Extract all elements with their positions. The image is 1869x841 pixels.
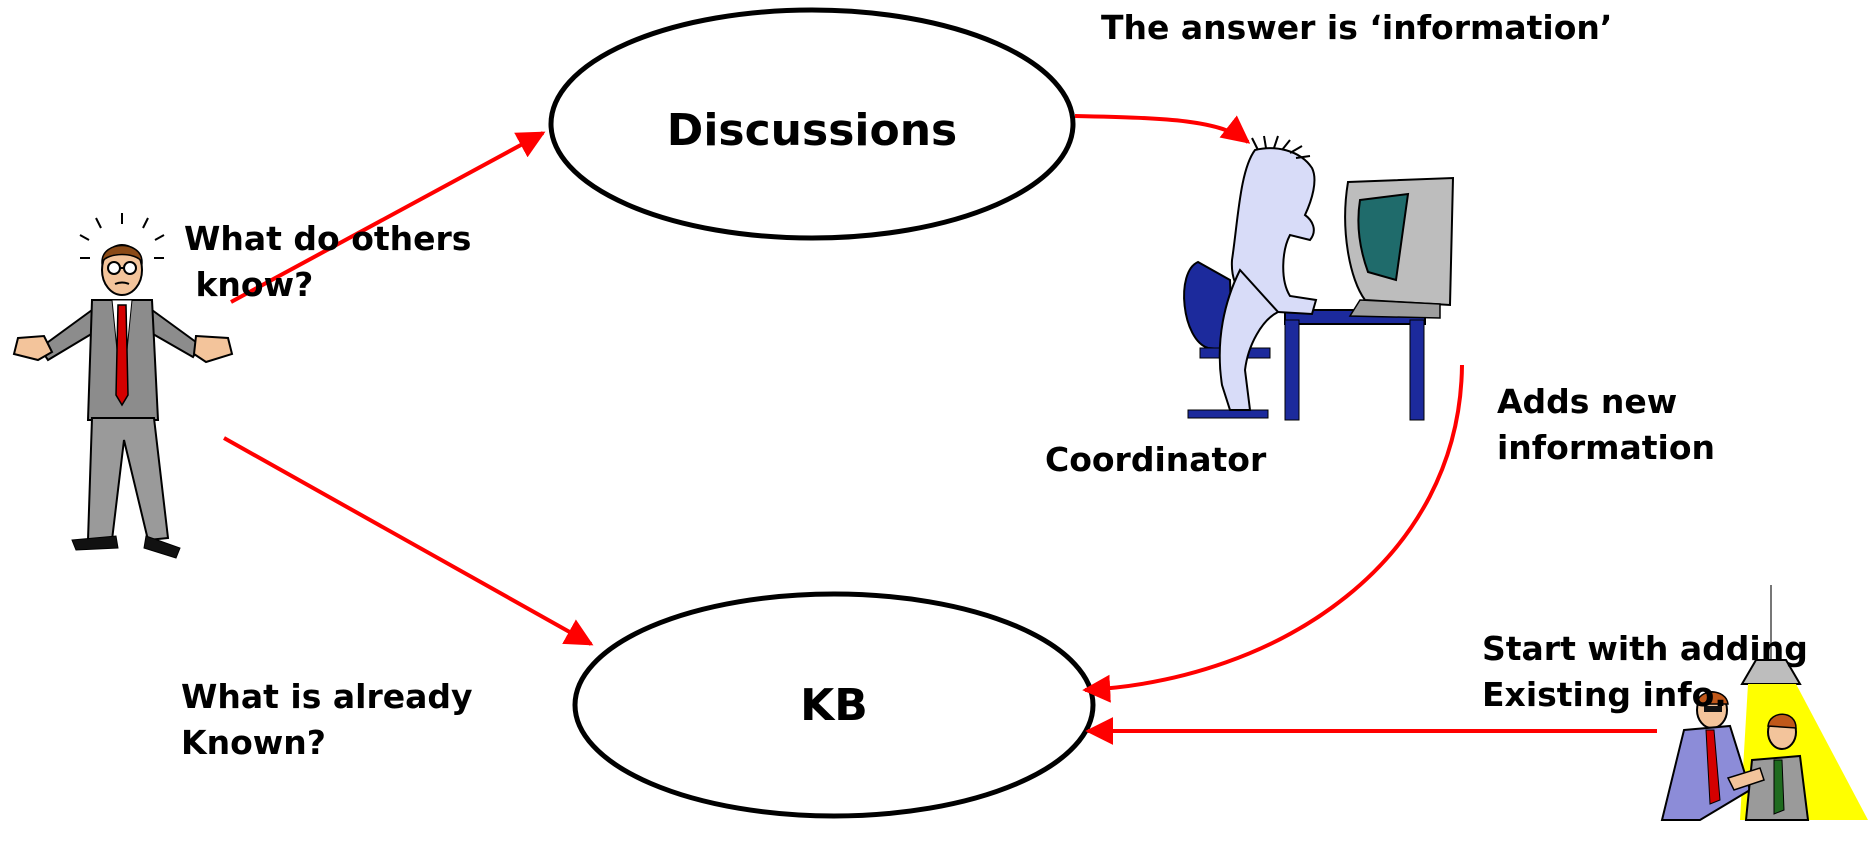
answer-label: The answer is ‘information’: [1101, 8, 1613, 47]
start-adding-line-2: Existing info.: [1482, 675, 1727, 714]
interrogation-scene-icon: [1660, 585, 1868, 821]
others-know-line-2: know?: [184, 265, 314, 304]
coordinator-at-computer-icon: [1183, 135, 1455, 421]
arrows: [223, 114, 1657, 745]
adds-new-line-1: Adds new: [1497, 382, 1678, 421]
kb-node: KB: [572, 591, 1096, 819]
already-known-line-1: What is already: [181, 677, 473, 716]
confused-person-icon: [12, 213, 234, 559]
coordinator-label: Coordinator: [1045, 440, 1267, 479]
arrow-coordinator-to-kb: [1082, 364, 1464, 703]
start-adding-line-1: Start with adding: [1482, 629, 1808, 668]
discussions-label: Discussions: [667, 105, 957, 156]
adds-new-line-2: information: [1497, 428, 1716, 467]
arrow-person-to-discussions: [230, 131, 546, 304]
kb-label: KB: [800, 680, 868, 731]
adds-new-information-label: Adds new information: [1497, 287, 1715, 517]
already-known-line-2: Known?: [181, 723, 326, 762]
discussions-node: Discussions: [548, 7, 1076, 241]
question-others-know: What do others know?: [184, 124, 471, 354]
arrow-person-to-kb: [223, 436, 594, 646]
others-know-line-1: What do others: [184, 219, 472, 258]
arrow-discussions-to-coordinator: [1074, 114, 1251, 144]
